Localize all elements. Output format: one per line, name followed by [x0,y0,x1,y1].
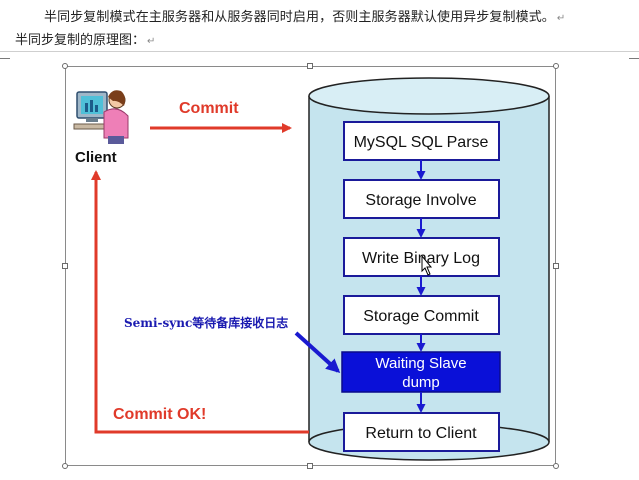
paragraph-mark: ↵ [556,13,566,24]
resize-handle-bottom-middle[interactable] [307,463,313,469]
resize-handle-top-right[interactable] [553,63,559,69]
resize-handle-top-middle[interactable] [307,63,313,69]
resize-handle-bottom-right[interactable] [553,463,559,469]
paragraph-mark: ↵ [147,36,156,47]
step-storage-involve-label: Storage Involve [365,192,476,209]
step-write-binary-log-label: Write Binary Log [362,250,480,267]
semi-sync-label: Semi-sync等待备库接收日志 [124,315,288,330]
page-divider [0,51,639,52]
commit-ok-label: Commit OK! [113,406,206,423]
commit-label: Commit [179,100,239,117]
resize-handle-left-middle[interactable] [62,263,68,269]
document-line-1-text: 半同步复制模式在主服务器和从服务器同时启用，否则主服务器默认使用异步复制模式。 [44,10,555,25]
step-storage-commit-box [343,295,500,335]
client-label: Client [75,149,117,166]
margin-marker-left [0,58,10,59]
step-sql-parse-label: MySQL SQL Parse [354,134,489,151]
client-icon [73,90,129,144]
document-line-2-text: 半同步复制的原理图： [15,33,146,48]
resize-handle-bottom-left[interactable] [62,463,68,469]
step-return-to-client-label: Return to Client [365,425,477,442]
margin-marker-right [629,58,639,59]
document-line-2: 半同步复制的原理图：↵ [15,29,155,48]
step-waiting-slave-label: Waiting Slave [375,355,466,372]
step-dump-label: dump [402,374,440,391]
resize-handle-right-middle[interactable] [553,263,559,269]
resize-handle-top-left[interactable] [62,63,68,69]
step-waiting-slave-box [341,351,501,393]
commit-ok-arrow [91,170,309,434]
semi-sync-pointer-arrow [294,331,341,374]
step-return-to-client-box [343,412,500,452]
document-line-1: 半同步复制模式在主服务器和从服务器同时启用，否则主服务器默认使用异步复制模式。↵ [44,6,634,25]
mouse-cursor-icon [421,254,433,276]
step-storage-commit-label: Storage Commit [363,308,479,325]
